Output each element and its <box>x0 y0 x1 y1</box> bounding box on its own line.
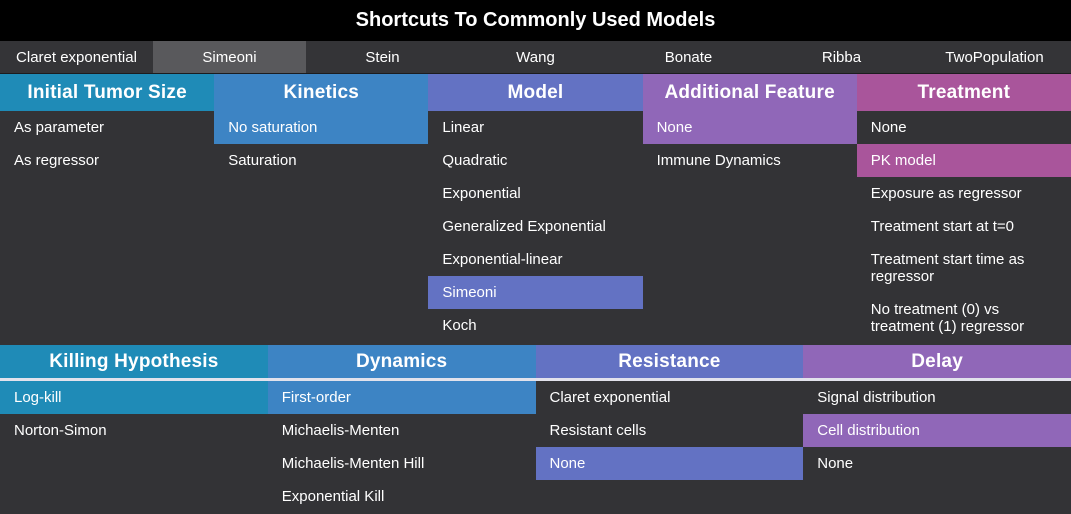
tab-claret-exponential[interactable]: Claret exponential <box>16 48 137 66</box>
option-list: Log-kill Norton-Simon <box>0 381 268 447</box>
section-top: Initial Tumor Size As parameter As regre… <box>0 74 1071 345</box>
option-generalized-exponential[interactable]: Generalized Exponential <box>442 218 606 235</box>
option-michaelis-menten-hill[interactable]: Michaelis-Menten Hill <box>281 455 425 472</box>
option-saturation[interactable]: Saturation <box>228 152 297 169</box>
option-exponential-linear[interactable]: Exponential-linear <box>442 251 563 268</box>
column-header-initial-tumor-size: Initial Tumor Size <box>0 74 215 111</box>
column-header-dynamics: Dynamics <box>267 345 536 381</box>
column-resistance: Resistance Claret exponential Resistant … <box>535 345 804 514</box>
option-delay-none[interactable]: None <box>817 455 854 472</box>
tab-bonate[interactable]: Bonate <box>664 48 713 66</box>
section-bottom: Killing Hypothesis Log-kill Norton-Simon… <box>0 345 1071 514</box>
option-list: As parameter As regressor <box>0 111 214 177</box>
column-header-delay: Delay <box>803 345 1071 381</box>
option-treatment-start-time-regressor[interactable]: Treatment start time as regressor <box>870 251 1025 285</box>
column-header-model: Model <box>428 74 643 111</box>
option-cell-distribution[interactable]: Cell distribution <box>803 414 1071 447</box>
option-quadratic[interactable]: Quadratic <box>442 152 508 169</box>
option-first-order[interactable]: First-order <box>267 381 536 414</box>
column-initial-tumor-size: Initial Tumor Size As parameter As regre… <box>0 74 215 345</box>
option-norton-simon[interactable]: Norton-Simon <box>14 422 107 439</box>
option-list: Claret exponential Resistant cells None <box>535 381 804 480</box>
option-list: None Immune Dynamics <box>642 111 857 177</box>
tab-ribba[interactable]: Ribba <box>821 48 862 66</box>
option-list: Linear Quadratic Exponential Generalized… <box>428 111 643 342</box>
model-tab-bar: Claret exponential Simeoni Stein Wang Bo… <box>0 41 1071 74</box>
tab-stein[interactable]: Stein <box>365 48 400 66</box>
column-header-treatment: Treatment <box>856 74 1071 111</box>
option-claret-exponential[interactable]: Claret exponential <box>549 389 671 406</box>
option-additional-none[interactable]: None <box>642 111 857 144</box>
option-list: Signal distribution Cell distribution No… <box>803 381 1071 480</box>
option-resistant-cells[interactable]: Resistant cells <box>549 422 647 439</box>
option-resistance-none[interactable]: None <box>535 447 804 480</box>
option-list: First-order Michaelis-Menten Michaelis-M… <box>267 381 536 513</box>
column-header-kinetics: Kinetics <box>214 74 429 111</box>
panel-title: Shortcuts To Commonly Used Models <box>0 0 1071 41</box>
tab-wang[interactable]: Wang <box>516 48 555 66</box>
option-no-saturation[interactable]: No saturation <box>214 111 429 144</box>
option-immune-dynamics[interactable]: Immune Dynamics <box>656 152 781 169</box>
column-model: Model Linear Quadratic Exponential Gener… <box>428 74 643 345</box>
column-header-killing-hypothesis: Killing Hypothesis <box>0 345 268 381</box>
column-header-additional-feature: Additional Feature <box>642 74 857 111</box>
option-koch[interactable]: Koch <box>442 317 477 334</box>
option-exposure-as-regressor[interactable]: Exposure as regressor <box>870 185 1022 202</box>
column-kinetics: Kinetics No saturation Saturation <box>214 74 429 345</box>
option-no-treatment-vs-treatment-regressor[interactable]: No treatment (0) vs treatment (1) regres… <box>870 301 1025 335</box>
column-additional-feature: Additional Feature None Immune Dynamics <box>642 74 857 345</box>
option-simeoni[interactable]: Simeoni <box>428 276 643 309</box>
option-linear[interactable]: Linear <box>442 119 485 136</box>
tab-twopopulation[interactable]: TwoPopulation <box>945 48 1044 66</box>
option-exponential-kill[interactable]: Exponential Kill <box>281 488 385 505</box>
column-header-resistance: Resistance <box>535 345 804 381</box>
option-log-kill[interactable]: Log-kill <box>0 381 268 414</box>
option-pk-model[interactable]: PK model <box>856 144 1071 177</box>
column-treatment: Treatment None PK model Exposure as regr… <box>856 74 1071 345</box>
option-as-regressor[interactable]: As regressor <box>14 152 100 169</box>
option-list: None PK model Exposure as regressor Trea… <box>856 111 1071 343</box>
column-dynamics: Dynamics First-order Michaelis-Menten Mi… <box>267 345 536 514</box>
column-killing-hypothesis: Killing Hypothesis Log-kill Norton-Simon <box>0 345 268 514</box>
option-treatment-none[interactable]: None <box>870 119 907 136</box>
option-michaelis-menten[interactable]: Michaelis-Menten <box>281 422 400 439</box>
option-treatment-start-t0[interactable]: Treatment start at t=0 <box>870 218 1015 235</box>
column-delay: Delay Signal distribution Cell distribut… <box>803 345 1071 514</box>
option-signal-distribution[interactable]: Signal distribution <box>817 389 936 406</box>
option-as-parameter[interactable]: As parameter <box>14 119 105 136</box>
option-list: No saturation Saturation <box>214 111 429 177</box>
option-exponential[interactable]: Exponential <box>442 185 521 202</box>
tab-simeoni[interactable]: Simeoni <box>153 41 306 73</box>
